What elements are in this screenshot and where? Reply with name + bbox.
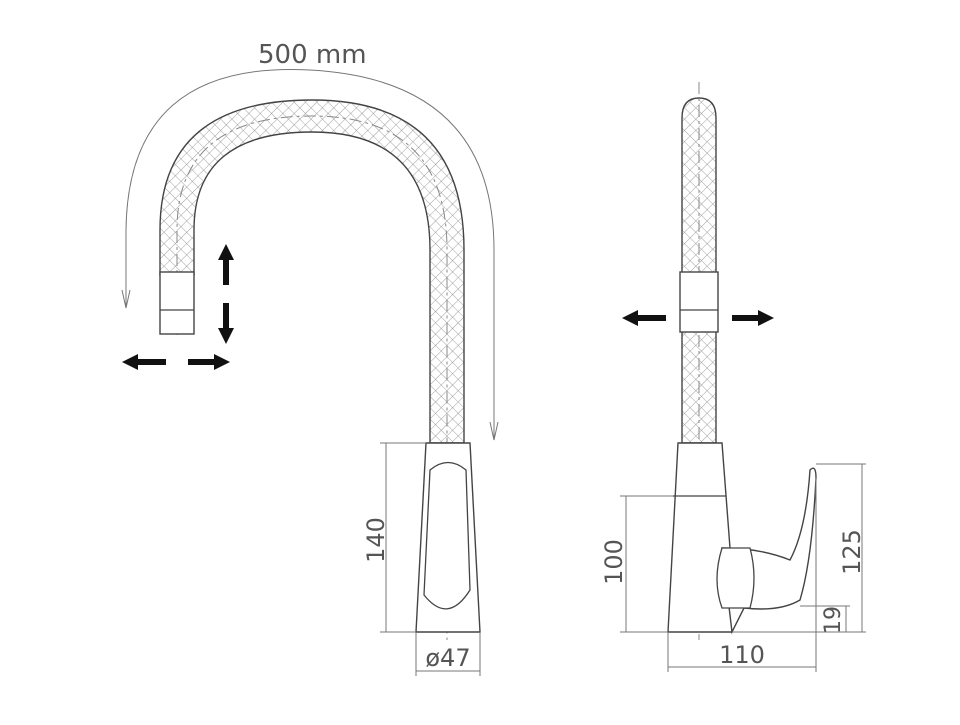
front-view: 500 mm 140 ø47	[121, 40, 499, 676]
horizontal-move-arrows	[122, 354, 230, 370]
flexible-hose	[159, 99, 465, 444]
side-arrow-right-icon	[732, 310, 774, 326]
side-lever-hub	[716, 547, 755, 609]
total-lever-height-label: 125	[838, 529, 866, 575]
arrow-left-icon	[122, 354, 166, 370]
side-view: 100 125 19 110	[600, 82, 866, 672]
hose-arc-arrow-left	[121, 289, 131, 309]
side-swivel-collar	[679, 271, 719, 333]
side-arrow-left-icon	[622, 310, 666, 326]
lever-height-label: 100	[600, 539, 628, 585]
base-height-label: 140	[362, 517, 390, 563]
arrow-right-icon	[188, 354, 230, 370]
base-lever-recess	[423, 461, 471, 610]
faucet-base-front	[415, 442, 481, 633]
hose-length-arc	[125, 68, 495, 440]
base-diameter-label: ø47	[425, 644, 470, 672]
vertical-move-arrows	[218, 244, 234, 344]
hose-arc-arrow-right	[489, 421, 499, 441]
hose-length-label: 500 mm	[258, 40, 367, 70]
arrow-up-icon	[218, 244, 234, 285]
lever-offset-label: 19	[821, 606, 846, 634]
arrow-down-icon	[218, 303, 234, 344]
depth-label: 110	[719, 641, 765, 669]
hose-centerline	[176, 115, 448, 640]
spray-head-front	[159, 271, 195, 335]
